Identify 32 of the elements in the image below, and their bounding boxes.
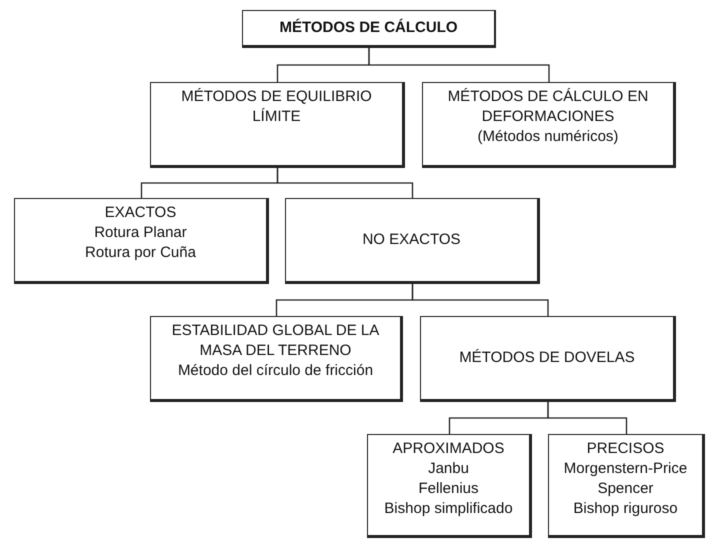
process-box (285, 198, 540, 284)
process-box (420, 316, 676, 402)
node-text: Rotura Planar (94, 223, 187, 243)
node-text: Fellenius (418, 479, 479, 499)
connector-line (368, 48, 550, 82)
process-box (14, 198, 269, 284)
node-heading: PRECISOS (586, 439, 664, 459)
node-heading: ESTABILIDAD GLOBAL DE LA MASA DEL TERRENO (170, 321, 380, 361)
process-box (150, 316, 403, 402)
node-heading: MÉTODOS DE CÁLCULO EN DEFORMACIONES (446, 87, 650, 127)
process-box (422, 82, 676, 168)
process-box (150, 82, 405, 168)
process-box (367, 434, 532, 538)
node-heading: MÉTODOS DE EQUILIBRIO LÍMITE (180, 87, 373, 127)
connector-line (412, 284, 549, 316)
node-text: Bishop simplificado (384, 499, 513, 519)
node-heading: NO EXACTOS (362, 230, 461, 250)
node-heading: MÉTODOS DE DOVELAS (459, 348, 635, 368)
node-text: Método del círculo de fricción (178, 361, 374, 381)
node-text: (Métodos numéricos) (478, 127, 618, 147)
node-text: Morgenstern-Price (564, 459, 688, 479)
node-text: Bishop riguroso (573, 499, 678, 519)
node-text: Spencer (598, 479, 654, 499)
connector-line (276, 168, 414, 198)
node-text: Janbu (428, 459, 469, 479)
node-heading: APROXIMADOS (392, 439, 504, 459)
node-text: Rotura por Cuña (85, 243, 196, 263)
title-box (242, 10, 496, 48)
connector-line (547, 402, 628, 434)
node-heading: EXACTOS (104, 203, 176, 223)
process-box (548, 434, 705, 538)
node-heading: MÉTODOS DE CÁLCULO (279, 18, 458, 38)
